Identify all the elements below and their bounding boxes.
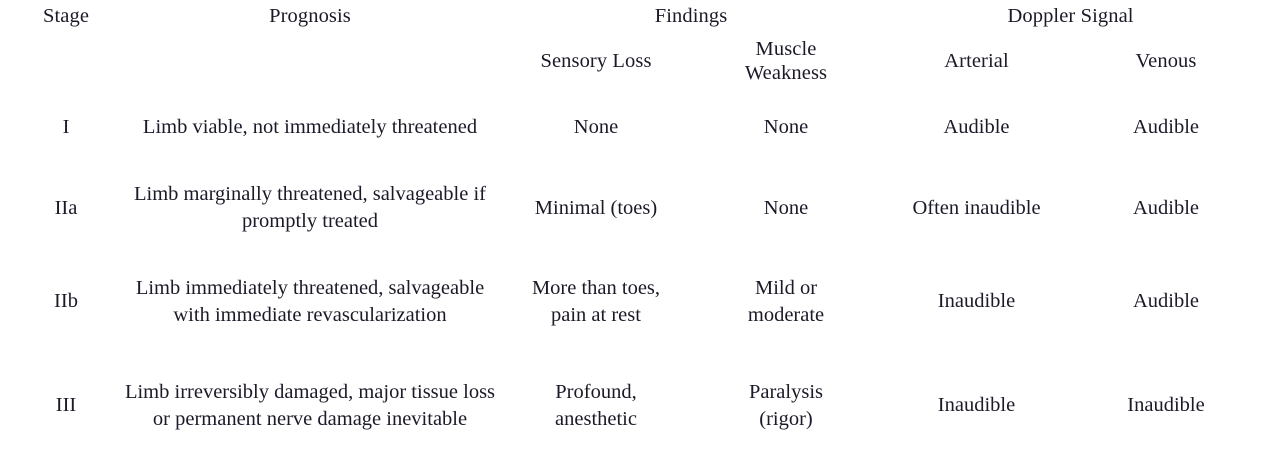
cell-muscle-weakness-line2: moderate bbox=[747, 303, 825, 326]
cell-sensory-loss-line2: anesthetic bbox=[555, 407, 637, 430]
cell-doppler-arterial: Often inaudible bbox=[912, 196, 1041, 219]
column-header-arterial: Arterial bbox=[944, 49, 1009, 72]
cell-muscle-weakness: None bbox=[763, 116, 809, 139]
column-header-group-findings: Findings bbox=[654, 5, 728, 28]
cell-doppler-arterial: Audible bbox=[943, 116, 1010, 139]
rutherford-classification-table: Stage Prognosis Findings Doppler Signal … bbox=[13, 0, 1260, 458]
table-row: I Limb viable, not immediately threatene… bbox=[13, 89, 1260, 166]
cell-muscle-weakness-line1: Mild or bbox=[754, 276, 818, 299]
column-header-stage: Stage bbox=[42, 5, 90, 28]
cell-sensory-loss-line1: Profound, bbox=[555, 380, 637, 403]
table-header: Stage Prognosis Findings Doppler Signal … bbox=[13, 0, 1260, 89]
header-group-row: Stage Prognosis Findings Doppler Signal bbox=[13, 0, 1260, 33]
cell-doppler-arterial: Inaudible bbox=[937, 290, 1016, 313]
header-spacer-stage bbox=[13, 33, 119, 89]
column-header-muscle-weakness-line1: Muscle bbox=[755, 37, 817, 60]
cell-sensory-loss: More than toes, pain at rest bbox=[501, 250, 691, 353]
table-row: III Limb irreversibly damaged, major tis… bbox=[13, 353, 1260, 458]
cell-sensory-loss: Minimal (toes) bbox=[534, 196, 658, 219]
column-header-sensory-loss: Sensory Loss bbox=[540, 49, 652, 72]
cell-doppler-venous: Audible bbox=[1132, 290, 1200, 313]
header-spacer-prognosis bbox=[119, 33, 501, 89]
cell-sensory-loss-line2: pain at rest bbox=[551, 303, 641, 326]
cell-muscle-weakness: None bbox=[763, 196, 809, 219]
cell-muscle-weakness-line1: Paralysis bbox=[748, 380, 824, 403]
cell-muscle-weakness-line2: (rigor) bbox=[759, 407, 813, 430]
cell-prognosis: Limb marginally threatened, salvageable … bbox=[134, 183, 486, 232]
table-body: I Limb viable, not immediately threatene… bbox=[13, 89, 1260, 458]
cell-doppler-venous: Audible bbox=[1132, 196, 1200, 219]
cell-stage: III bbox=[55, 394, 77, 417]
header-sub-row: Sensory Loss Muscle Weakness Arterial Ve… bbox=[13, 33, 1260, 89]
cell-doppler-venous: Audible bbox=[1132, 116, 1200, 139]
cell-prognosis: Limb immediately threatened, salvageable… bbox=[135, 276, 485, 326]
cell-stage: IIb bbox=[54, 290, 78, 313]
table-row: IIa Limb marginally threatened, salvagea… bbox=[13, 166, 1260, 250]
cell-sensory-loss: None bbox=[573, 116, 619, 139]
cell-muscle-weakness: Mild or moderate bbox=[691, 250, 881, 353]
cell-doppler-venous: Inaudible bbox=[1127, 394, 1205, 417]
cell-stage: I bbox=[62, 116, 70, 139]
column-header-group-doppler-signal: Doppler Signal bbox=[1007, 5, 1134, 28]
cell-muscle-weakness: Paralysis (rigor) bbox=[691, 353, 881, 458]
column-header-muscle-weakness-line2: Weakness bbox=[744, 62, 828, 84]
cell-prognosis: Limb irreversibly damaged, major tissue … bbox=[124, 380, 496, 430]
cell-stage: IIa bbox=[54, 196, 78, 219]
column-header-prognosis: Prognosis bbox=[269, 5, 351, 28]
cell-sensory-loss: Profound, anesthetic bbox=[501, 353, 691, 458]
table-row: IIb Limb immediately threatened, salvage… bbox=[13, 250, 1260, 353]
cell-doppler-arterial: Inaudible bbox=[937, 394, 1016, 417]
column-header-venous: Venous bbox=[1135, 49, 1197, 72]
column-header-muscle-weakness: Muscle Weakness bbox=[691, 33, 881, 89]
cell-prognosis: Limb viable, not immediately threatened bbox=[142, 116, 478, 139]
cell-sensory-loss-line1: More than toes, bbox=[531, 276, 661, 299]
